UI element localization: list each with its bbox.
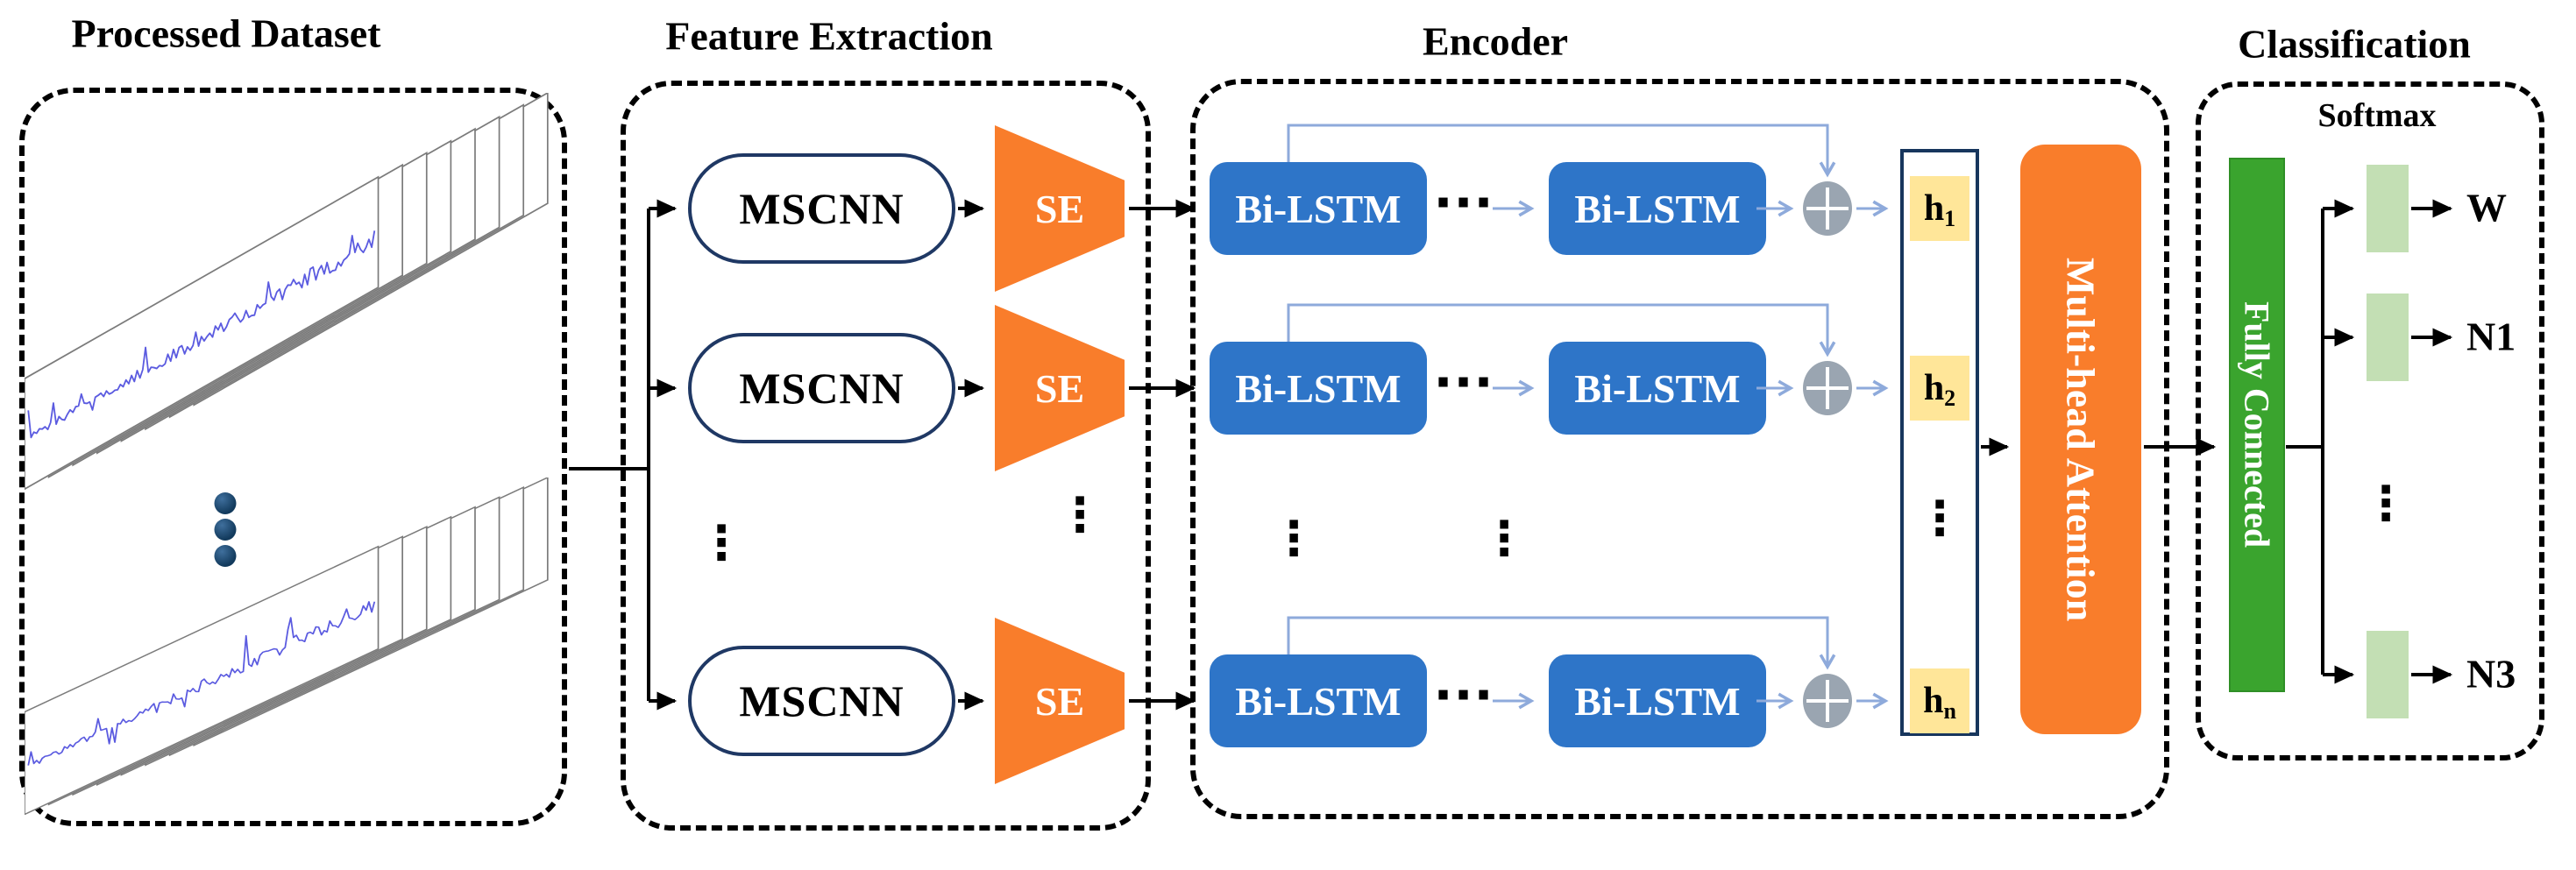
bilstm-block-r3a: Bi-LSTM bbox=[1210, 654, 1427, 747]
section-title-processed-dataset: Processed Dataset bbox=[71, 11, 381, 56]
softmax-output-box-n1 bbox=[2367, 294, 2409, 381]
h1-base: h bbox=[1923, 188, 1945, 229]
bilstm-block-r2a: Bi-LSTM bbox=[1210, 342, 1427, 435]
ellipsis-vertical-bilstm-a: ⋮ bbox=[1270, 511, 1317, 566]
classification-panel bbox=[2196, 81, 2544, 760]
ellipsis-vertical-se: ⋮ bbox=[1056, 487, 1103, 542]
softmax-output-box-n3 bbox=[2367, 631, 2409, 718]
bilstm-block-r2b: Bi-LSTM bbox=[1549, 342, 1766, 435]
mscnn-block-2: MSCNN bbox=[688, 333, 955, 443]
softmax-output-box-w bbox=[2367, 165, 2409, 252]
output-label-w: W bbox=[2466, 185, 2507, 230]
bilstm-block-r1a: Bi-LSTM bbox=[1210, 162, 1427, 255]
signal-stack-top bbox=[25, 93, 549, 491]
stack-gap-dots bbox=[214, 488, 237, 571]
signal-panel bbox=[25, 175, 380, 491]
multi-head-attention-block: Multi-head Attention bbox=[2020, 145, 2141, 734]
encoder-panel bbox=[1190, 79, 2169, 819]
h2-sub: 2 bbox=[1944, 385, 1956, 411]
ellipsis-horizontal-r1: ··· bbox=[1433, 173, 1494, 233]
softmax-label: Softmax bbox=[2317, 97, 2437, 134]
hidden-state-column bbox=[1900, 149, 1979, 736]
section-title-classification: Classification bbox=[2238, 21, 2471, 67]
ellipsis-vertical-mscnn: ⋮ bbox=[698, 515, 745, 570]
output-label-n3: N3 bbox=[2466, 651, 2516, 697]
h1-sub: 1 bbox=[1944, 206, 1956, 231]
ellipsis-horizontal-r2: ··· bbox=[1433, 352, 1494, 413]
dataset-panel bbox=[19, 88, 567, 826]
ellipsis-vertical-bilstm-b: ⋮ bbox=[1480, 511, 1528, 566]
fully-connected-block: Fully Connected bbox=[2229, 158, 2285, 692]
h2-base: h bbox=[1923, 368, 1945, 408]
output-label-n1: N1 bbox=[2466, 314, 2516, 359]
hn-base: h bbox=[1923, 681, 1944, 721]
signal-panel bbox=[25, 545, 380, 815]
mscnn-block-1: MSCNN bbox=[688, 153, 955, 264]
signal-stack-bottom bbox=[25, 477, 549, 815]
ellipsis-vertical-hidden: ⋮ bbox=[1916, 491, 1963, 546]
mscnn-block-3: MSCNN bbox=[688, 646, 955, 756]
feature-extraction-panel bbox=[621, 81, 1151, 831]
bilstm-block-r1b: Bi-LSTM bbox=[1549, 162, 1766, 255]
section-title-encoder: Encoder bbox=[1422, 18, 1569, 64]
ellipsis-vertical-outputs: ⋮ bbox=[2362, 476, 2409, 531]
ellipsis-horizontal-r3: ··· bbox=[1433, 665, 1494, 725]
bilstm-block-r3b: Bi-LSTM bbox=[1549, 654, 1766, 747]
section-title-feature-extraction: Feature Extraction bbox=[665, 13, 993, 59]
hn-sub: n bbox=[1943, 698, 1956, 724]
